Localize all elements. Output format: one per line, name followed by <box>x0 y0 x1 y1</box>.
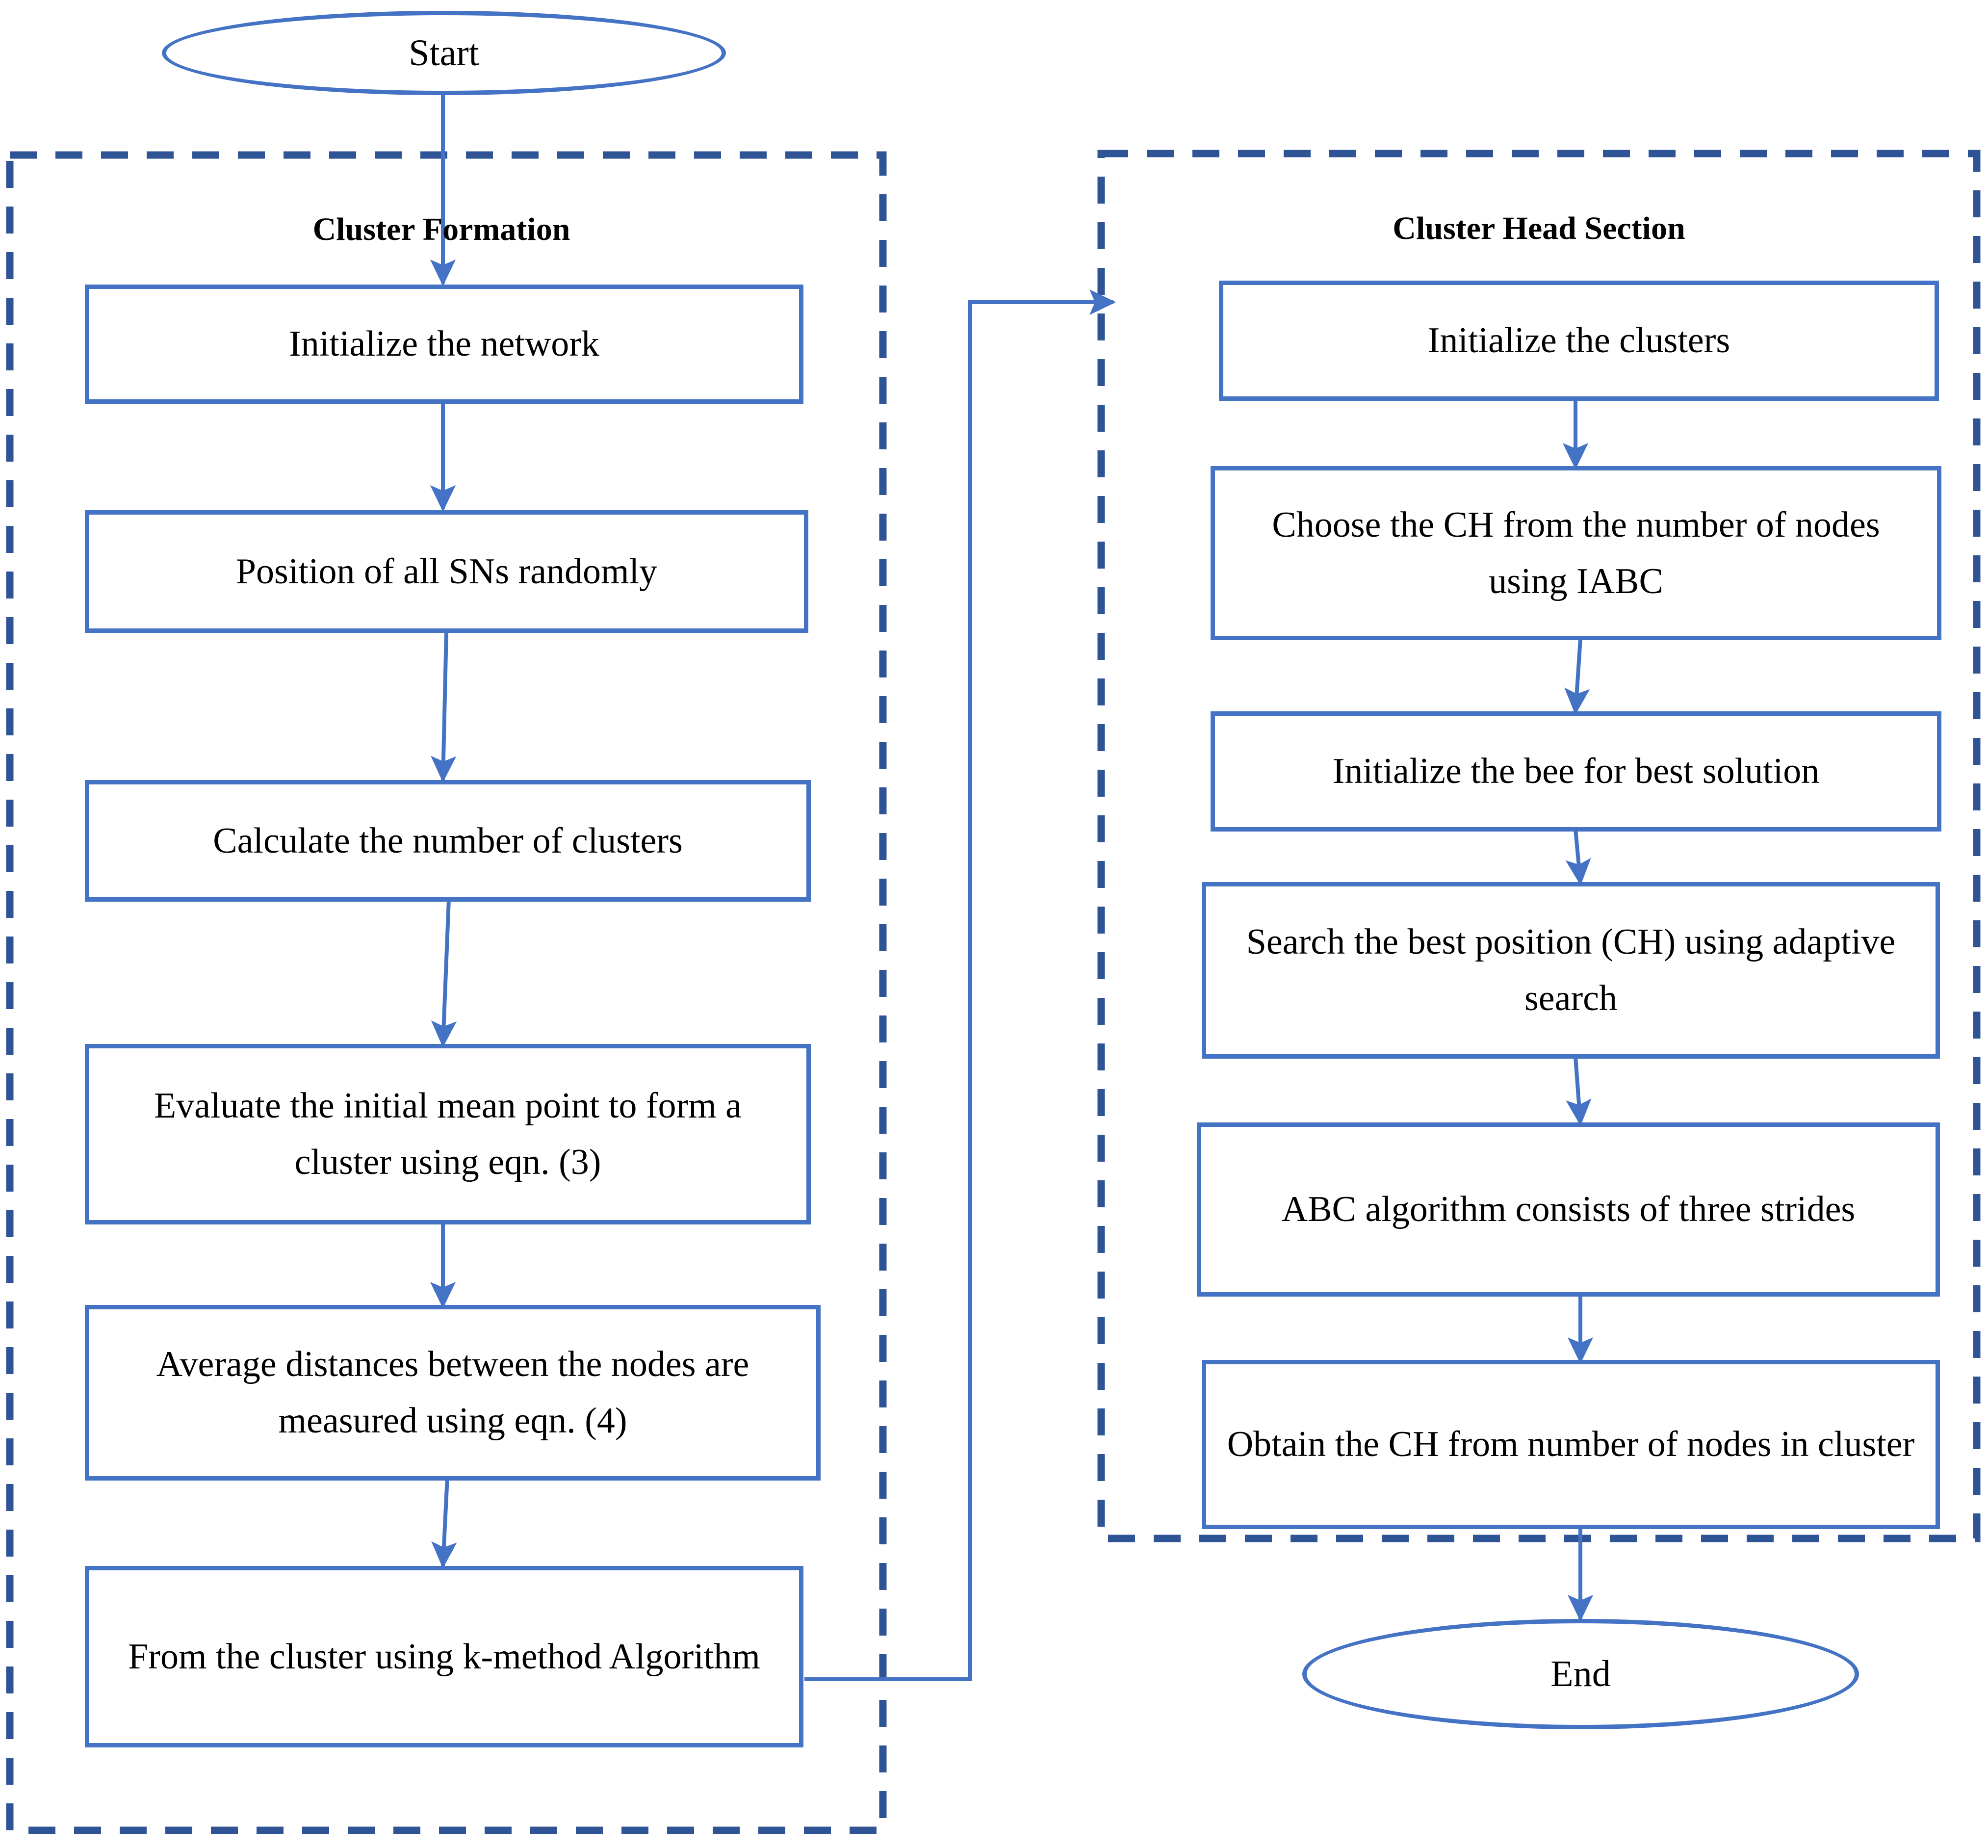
edge-average-distances-to-from-cluster-kmethod <box>431 1476 457 1569</box>
node-label: Obtain the CH from number of nodes in cl… <box>1227 1424 1915 1465</box>
panel-title-cluster-formation: Cluster Formation <box>312 211 570 247</box>
node-label: Choose the CH from the number of nodes u… <box>1272 504 1880 601</box>
node-label: Average distances between the nodes are … <box>156 1344 749 1441</box>
node-label: ABC algorithm consists of three strides <box>1281 1189 1856 1230</box>
node-label: Initialize the network <box>289 324 599 364</box>
node-label: Evaluate the initial mean point to form … <box>154 1086 742 1182</box>
node-choose-the-ch-using-iabc[interactable]: Choose the CH from the number of nodes u… <box>1211 466 1941 640</box>
edge-choose-ch-to-initialize-bee <box>1564 638 1590 715</box>
node-label: Search the best position (CH) using adap… <box>1246 922 1896 1018</box>
edge-initialize-bee-to-search-best-position <box>1565 829 1591 886</box>
node-label: From the cluster using k-method Algorith… <box>128 1636 760 1677</box>
terminal-start[interactable]: Start <box>162 11 726 95</box>
node-initialize-the-clusters[interactable]: Initialize the clusters <box>1219 281 1939 401</box>
panel-border-cluster-head-section <box>1097 150 1981 1542</box>
node-abc-algorithm-consists-of-three-strides[interactable]: ABC algorithm consists of three strides <box>1197 1122 1940 1297</box>
terminal-end-label: End <box>1550 1653 1611 1694</box>
edge-position-sns-to-calculate-clusters <box>431 631 457 783</box>
node-label: Initialize the bee for best solution <box>1332 751 1820 792</box>
terminal-start-label: Start <box>409 32 479 74</box>
edge-from-cluster-kmethod-to-initialize-clusters <box>804 289 1116 1681</box>
node-position-of-all-sns-randomly[interactable]: Position of all SNs randomly <box>85 510 808 633</box>
node-from-the-cluster-using-k-method-algorithm[interactable]: From the cluster using k-method Algorith… <box>85 1566 803 1747</box>
node-label: Initialize the clusters <box>1427 320 1730 361</box>
edge-calculate-clusters-to-evaluate-mean-point <box>431 899 457 1048</box>
node-initialize-the-network[interactable]: Initialize the network <box>85 285 803 404</box>
node-initialize-the-bee-for-best-solution[interactable]: Initialize the bee for best solution <box>1211 711 1941 832</box>
node-average-distances-between-nodes[interactable]: Average distances between the nodes are … <box>85 1305 821 1481</box>
node-label: Position of all SNs randomly <box>235 551 658 592</box>
node-calculate-the-number-of-clusters[interactable]: Calculate the number of clusters <box>85 780 811 902</box>
panel-title-cluster-head-section: Cluster Head Section <box>1393 210 1685 246</box>
edge-search-best-position-to-abc-algorithm <box>1566 1057 1592 1126</box>
node-evaluate-initial-mean-point[interactable]: Evaluate the initial mean point to form … <box>85 1044 811 1224</box>
terminal-end[interactable]: End <box>1302 1619 1859 1729</box>
node-search-the-best-position-ch[interactable]: Search the best position (CH) using adap… <box>1202 882 1940 1059</box>
node-obtain-the-ch-from-number-of-nodes-in-cluster[interactable]: Obtain the CH from number of nodes in cl… <box>1202 1360 1940 1529</box>
node-label: Calculate the number of clusters <box>213 820 683 861</box>
panel-border-cluster-formation <box>6 151 887 1834</box>
